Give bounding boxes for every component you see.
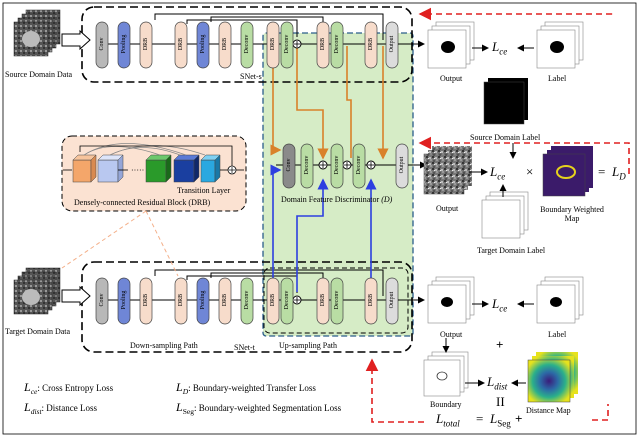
- equals-symbol-total: =: [476, 411, 484, 426]
- block-label-pool-bot: Pooling: [121, 290, 127, 310]
- distance-map-panel: [527, 352, 578, 403]
- block-label-conv-disc: Conv: [286, 158, 292, 172]
- block-label-drb3-bot: DRB: [222, 293, 228, 307]
- block-label-conv-bot: Conv: [99, 293, 105, 307]
- block-label-pool-top: Pooling: [121, 34, 127, 54]
- block-label-drb4-bot: DRB: [270, 293, 276, 307]
- source-domain-data-label: Source Domain Data: [5, 70, 73, 79]
- block-label-deconv2-top: Deconv: [284, 34, 290, 54]
- block-label-drb3-top: DRB: [222, 37, 228, 51]
- source-output-caption: Output: [440, 74, 463, 83]
- equals-vertical-symbol: II: [496, 394, 505, 409]
- loss-total: Ltotal: [436, 411, 460, 429]
- block-label-deconv-bot: Deconv: [244, 290, 250, 310]
- block-label-deconv2-bot: Deconv: [284, 290, 290, 310]
- target-label-panel: [536, 276, 584, 324]
- discriminator-blocks: [282, 143, 409, 189]
- snet-s-label: SNet-s: [240, 72, 262, 81]
- block-label-drb2-top: DRB: [178, 37, 184, 51]
- down-sampling-label: Down-sampling Path: [130, 341, 198, 350]
- block-label-output-top: Output: [389, 35, 395, 53]
- block-label-output-bot: Output: [389, 291, 395, 309]
- source-domain-label-caption: Source Domain Label: [470, 133, 541, 142]
- block-label-drb6-bot: DRB: [368, 293, 374, 307]
- block-label-deconv3-disc: Deconv: [356, 155, 362, 175]
- loss-ce-bottom: Lce: [492, 296, 508, 314]
- block-label-drb5-bot: DRB: [320, 293, 326, 307]
- up-sampling-label: Up-sampling Path: [279, 341, 337, 350]
- block-label-deconv-top: Deconv: [244, 34, 250, 54]
- snet-t-blocks: [95, 277, 399, 325]
- source-output-panel: [427, 21, 475, 69]
- source-domain-label-panel: [483, 78, 528, 125]
- boundary-caption: Boundary: [430, 400, 462, 409]
- source-label-caption: Label: [548, 74, 567, 83]
- disc-output-caption: Output: [436, 204, 459, 213]
- target-output-panel: [427, 276, 475, 324]
- target-label-caption: Label: [548, 330, 567, 339]
- target-domain-data-label: Target Domain Data: [5, 327, 71, 336]
- block-label-drb5-top: DRB: [320, 37, 326, 51]
- legend-seg: LSeg: Boundary-weighted Segmentation Los…: [176, 400, 342, 416]
- discriminator-label: Domain Feature Discriminator (D): [281, 195, 393, 204]
- source-input-arrow: [61, 29, 91, 51]
- block-label-drb-top: DRB: [143, 37, 149, 51]
- transition-layer-label: Transition Layer: [177, 186, 231, 195]
- plus-symbol-total: +: [515, 411, 523, 426]
- block-label-drb-bot: DRB: [143, 293, 149, 307]
- loss-ce-mid: Lce: [490, 164, 506, 182]
- plus-symbol-mid: +: [496, 337, 504, 352]
- target-output-caption: Output: [440, 330, 463, 339]
- drb-inset-cubes: [72, 154, 221, 183]
- target-domain-label-caption: Target Domain Label: [477, 246, 546, 255]
- loss-seg: LSeg: [490, 411, 511, 429]
- snet-t-label: SNet-t: [234, 343, 255, 352]
- target-input-arrow: [61, 285, 91, 307]
- block-label-pool2-bot: Pooling: [200, 290, 206, 310]
- boundary-weighted-map-panel: [542, 146, 593, 197]
- legend-d: LD: Boundary-weighted Transfer Loss: [176, 380, 316, 396]
- equals-symbol-d: =: [598, 164, 606, 179]
- block-label-drb2-bot: DRB: [178, 293, 184, 307]
- source-label-panel: [536, 21, 584, 69]
- drb-inset-title: Densely-connected Residual Block (DRB): [74, 198, 211, 207]
- block-label-deconv2-disc: Deconv: [334, 155, 340, 175]
- loss-d: LD: [612, 164, 626, 182]
- svg-text:·····: ·····: [131, 166, 144, 175]
- target-mri-stack: [13, 267, 61, 315]
- loss-ce-top: Lce: [492, 39, 508, 57]
- boundary-panel: [423, 351, 469, 397]
- snet-s-blocks: [95, 21, 399, 69]
- legend-dist: Ldist: Distance Loss: [24, 400, 98, 416]
- block-label-pool2-top: Pooling: [200, 34, 206, 54]
- discriminator-output-panel: [423, 146, 472, 195]
- times-symbol: ×: [526, 164, 534, 179]
- block-label-deconv-disc: Deconv: [304, 155, 310, 175]
- block-label-conv-top: Conv: [99, 37, 105, 51]
- block-label-deconv3-bot: Deconv: [334, 290, 340, 310]
- distance-map-caption: Distance Map: [526, 406, 571, 415]
- block-label-output-disc: Output: [399, 156, 405, 174]
- source-mri-stack: [13, 9, 61, 57]
- block-label-drb6-top: DRB: [368, 37, 374, 51]
- block-label-deconv3-top: Deconv: [334, 34, 340, 54]
- boundary-weighted-map-caption: Boundary Weighted Map: [540, 205, 604, 223]
- loss-dist: Ldist: [487, 374, 508, 392]
- block-label-drb4-top: DRB: [270, 37, 276, 51]
- legend-ce: Lce: Cross Entropy Loss: [24, 380, 114, 396]
- target-domain-label-panel: [481, 191, 529, 239]
